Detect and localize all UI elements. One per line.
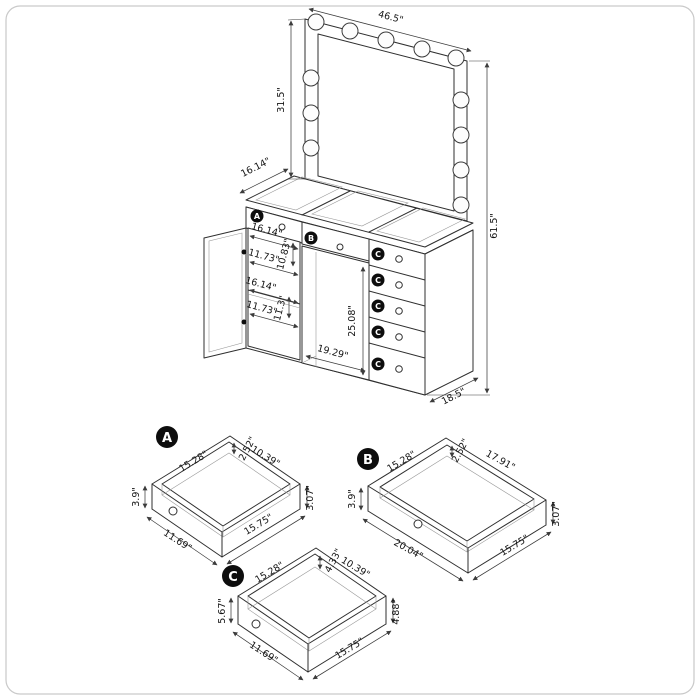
dim-front-height: 3.9" [347, 489, 358, 508]
drawer-knob-icon [336, 243, 344, 251]
vanity-diagram: 46.5" 31.5" 61.5" 16.14" 16.14" 10.83" 1… [203, 7, 500, 407]
dim-front-height: 5.67" [217, 598, 228, 624]
top-divider [301, 190, 351, 216]
drawer-rim [237, 547, 387, 645]
mirror-glass [317, 33, 455, 212]
bulb-icon [302, 139, 320, 157]
drawer-divider [368, 264, 426, 281]
drawer-bank [368, 238, 426, 396]
hinge-icon [241, 319, 247, 325]
drawer-c-diagram: C 15.28" 10.39" 4.33" 5.67" 4.88" 15.75"… [217, 547, 402, 681]
bulb-icon [413, 40, 431, 58]
marker-letter: A [254, 212, 261, 221]
door-panel [203, 227, 247, 359]
marker-bank-drawer-4: C [371, 325, 385, 339]
dim-overall-depth: 11.69" [161, 528, 193, 554]
drawer-rim [151, 435, 301, 533]
drawer-knob-icon [395, 255, 403, 263]
marker-letter: C [375, 328, 381, 337]
dim-mirror-width: 46.5" [377, 9, 404, 26]
top-inset [311, 190, 409, 227]
drawer-knob-icon [278, 223, 286, 231]
bulb-icon [452, 126, 470, 144]
marker-letter: B [308, 234, 314, 243]
vanity-part-markers: A B C C C C C [250, 209, 385, 371]
marker-bank-drawer-3: C [371, 299, 385, 313]
dim-base-depth: 18.5" [440, 386, 468, 407]
dim-overall-height: 61.5" [489, 213, 500, 239]
marker-letter: B [363, 453, 373, 468]
bulb-icon [377, 31, 395, 49]
drawer-b-diagram: B 15.28" 17.91" 2.52" 3.9" 3.07" 15.75" … [347, 437, 562, 582]
marker-bank-drawer-2: C [371, 273, 385, 287]
dim-side-height: 3.07" [551, 501, 562, 527]
bulb-icon [302, 104, 320, 122]
marker-letter: C [375, 360, 381, 369]
drawer-knob-icon [168, 506, 178, 516]
drawer-knob-icon [395, 281, 403, 289]
bulb-icon [447, 49, 465, 67]
dim-overall-width: 15.75" [498, 533, 531, 559]
drawer-knob-icon [395, 365, 403, 373]
dim-drawer-bank-height: 25.08" [347, 305, 358, 337]
dim-overall-depth: 11.69" [247, 640, 279, 666]
bulb-icon [307, 13, 325, 31]
dim-overall-depth: 20.04" [392, 537, 425, 562]
bulb-icon [302, 69, 320, 87]
drawer-divider [368, 342, 426, 359]
drawer-knob-icon [251, 619, 261, 629]
drawer-c-dim-lines [228, 555, 396, 681]
page-border [5, 5, 695, 695]
drawer-a-dim-lines [142, 442, 310, 566]
top-inset [376, 207, 466, 243]
marker-bank-drawer-1: C [371, 247, 385, 261]
bulb-icon [452, 196, 470, 214]
marker-drawer-b: B [357, 448, 379, 470]
door-inner-border [208, 232, 243, 353]
drawer-divider [368, 290, 426, 307]
top-divider [368, 207, 418, 233]
marker-left-drawer: A [250, 209, 264, 223]
dim-side-height: 3.07" [305, 485, 316, 511]
dim-overall-width: 15.75" [333, 636, 366, 662]
open-door [203, 227, 247, 359]
bulb-icon [452, 161, 470, 179]
drawer-knob-icon [395, 307, 403, 315]
hinge-icon [241, 249, 247, 255]
bulb-icon [452, 91, 470, 109]
marker-letter: C [228, 570, 238, 585]
marker-bank-drawer-5: C [371, 357, 385, 371]
dim-side-height: 4.88" [391, 599, 402, 625]
dim-front-height: 3.9" [131, 487, 142, 506]
dim-mirror-height: 31.5" [276, 87, 287, 113]
drawer-knob-icon [413, 519, 423, 529]
marker-drawer-c: C [222, 565, 244, 587]
marker-letter: C [375, 250, 381, 259]
marker-letter: C [375, 276, 381, 285]
marker-center-drawer: B [304, 231, 318, 245]
drawer-knob-icon [395, 333, 403, 341]
drawer-divider [368, 316, 426, 333]
vanity-dimension-labels: 46.5" 31.5" 61.5" 16.14" 16.14" 10.83" 1… [239, 9, 500, 407]
right-side-panel [424, 229, 474, 396]
dim-top-depth: 16.14" [239, 156, 272, 180]
drawer-a-diagram: A 15.28" 10.39" 2.52" 3.9" 3.07" 15.75" … [131, 426, 316, 566]
drawer-b-dim-lines [358, 445, 556, 582]
knee-opening [301, 245, 370, 381]
bulb-icon [341, 22, 359, 40]
marker-drawer-a: A [156, 426, 178, 448]
marker-letter: A [162, 431, 172, 446]
marker-letter: C [375, 302, 381, 311]
vanity-dimension-lines [239, 7, 490, 403]
